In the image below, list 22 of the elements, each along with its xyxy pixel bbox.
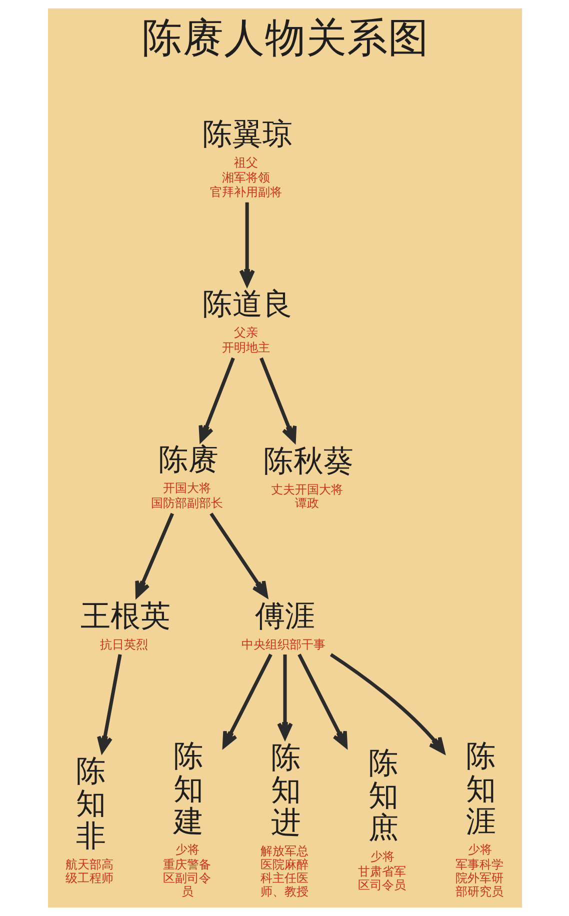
diagram-title: 陈赓人物关系图	[142, 14, 429, 62]
arrow	[198, 357, 234, 442]
arrow	[96, 654, 122, 753]
node-text: 陈赓 开国大将 国防部副部长	[150, 442, 222, 510]
arrow	[222, 654, 272, 748]
arrow	[259, 357, 296, 443]
arrow	[276, 654, 292, 740]
node-text: 陈知非 航天部高级工程师	[65, 754, 114, 886]
node-text: 陈知庶 少将 甘肃省军区司令员	[358, 746, 406, 892]
node-text: 陈知涯 少将 军事科学院外军研部研究员	[455, 739, 504, 899]
node-text: 陈秋葵 丈夫开国大将谭政	[262, 444, 353, 510]
node-text: 陈知进 解放军总医院麻醉科主任医师、教授	[260, 740, 308, 899]
arrow	[209, 512, 268, 598]
arrow	[329, 653, 445, 754]
node-text: 陈知建 少将 重庆警备区副司令员	[162, 739, 211, 899]
node-text: 王根英 抗日英烈	[80, 599, 170, 652]
arrow	[238, 202, 254, 286]
node-text: 傅涯 中央组织部干事	[241, 599, 326, 652]
node-text: 陈道良 父亲 开明地主	[202, 286, 292, 354]
node-text: 陈翼琼 祖父 湘军将领 官拜补用副将	[202, 116, 292, 200]
arrow	[134, 512, 174, 598]
arrow	[297, 654, 348, 748]
